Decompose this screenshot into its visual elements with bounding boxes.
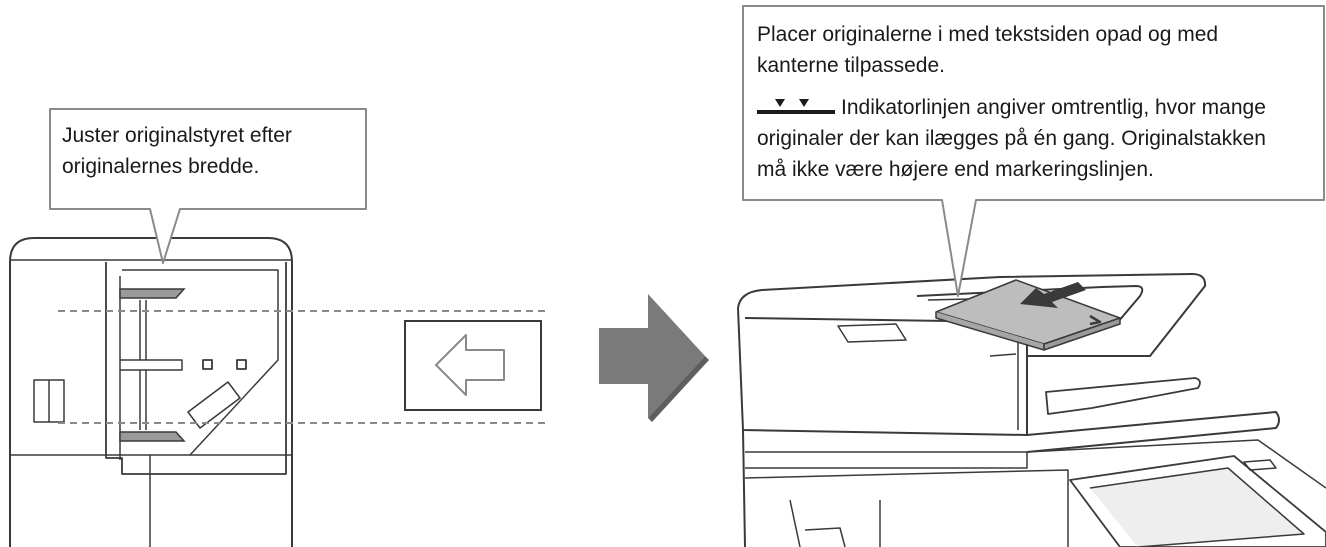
right-callout-line-2: kanterne tilpassede. <box>757 54 945 77</box>
paper-stack <box>935 279 1121 351</box>
left-callout-line-1: Juster originalstyret efter <box>62 124 292 147</box>
right-callout-line-4: originaler der kan ilægges på én gang. O… <box>757 127 1266 150</box>
right-callout-line-3: Indikatorlinjen angiver omtrentlig, hvor… <box>841 96 1266 119</box>
right-callout-line-1: Placer originalerne i med tekstsiden opa… <box>757 23 1219 46</box>
left-callout-box <box>49 108 367 264</box>
paper-guide-bottom <box>119 431 186 442</box>
right-callout-line-5: må ikke være højere end markeringslinjen… <box>757 158 1154 181</box>
feeder-top-view <box>9 237 293 547</box>
right-callout-box <box>742 5 1325 297</box>
left-arrow-icon <box>435 334 505 396</box>
paper-guide-top <box>119 288 186 299</box>
feed-arrow-icon <box>1020 282 1086 308</box>
copier-perspective-view <box>737 273 1326 547</box>
left-callout-line-2: originalernes bredde. <box>62 155 260 178</box>
right-arrow-icon <box>599 294 705 418</box>
left-callout-text: Juster originalstyret efter originalerne… <box>62 120 362 182</box>
right-callout-text: Placer originalerne i med tekstsiden opa… <box>757 19 1317 185</box>
right-callout-line-3-row: Indikatorlinjen angiver omtrentlig, hvor… <box>757 92 1317 123</box>
indicator-line-icon <box>757 99 835 114</box>
